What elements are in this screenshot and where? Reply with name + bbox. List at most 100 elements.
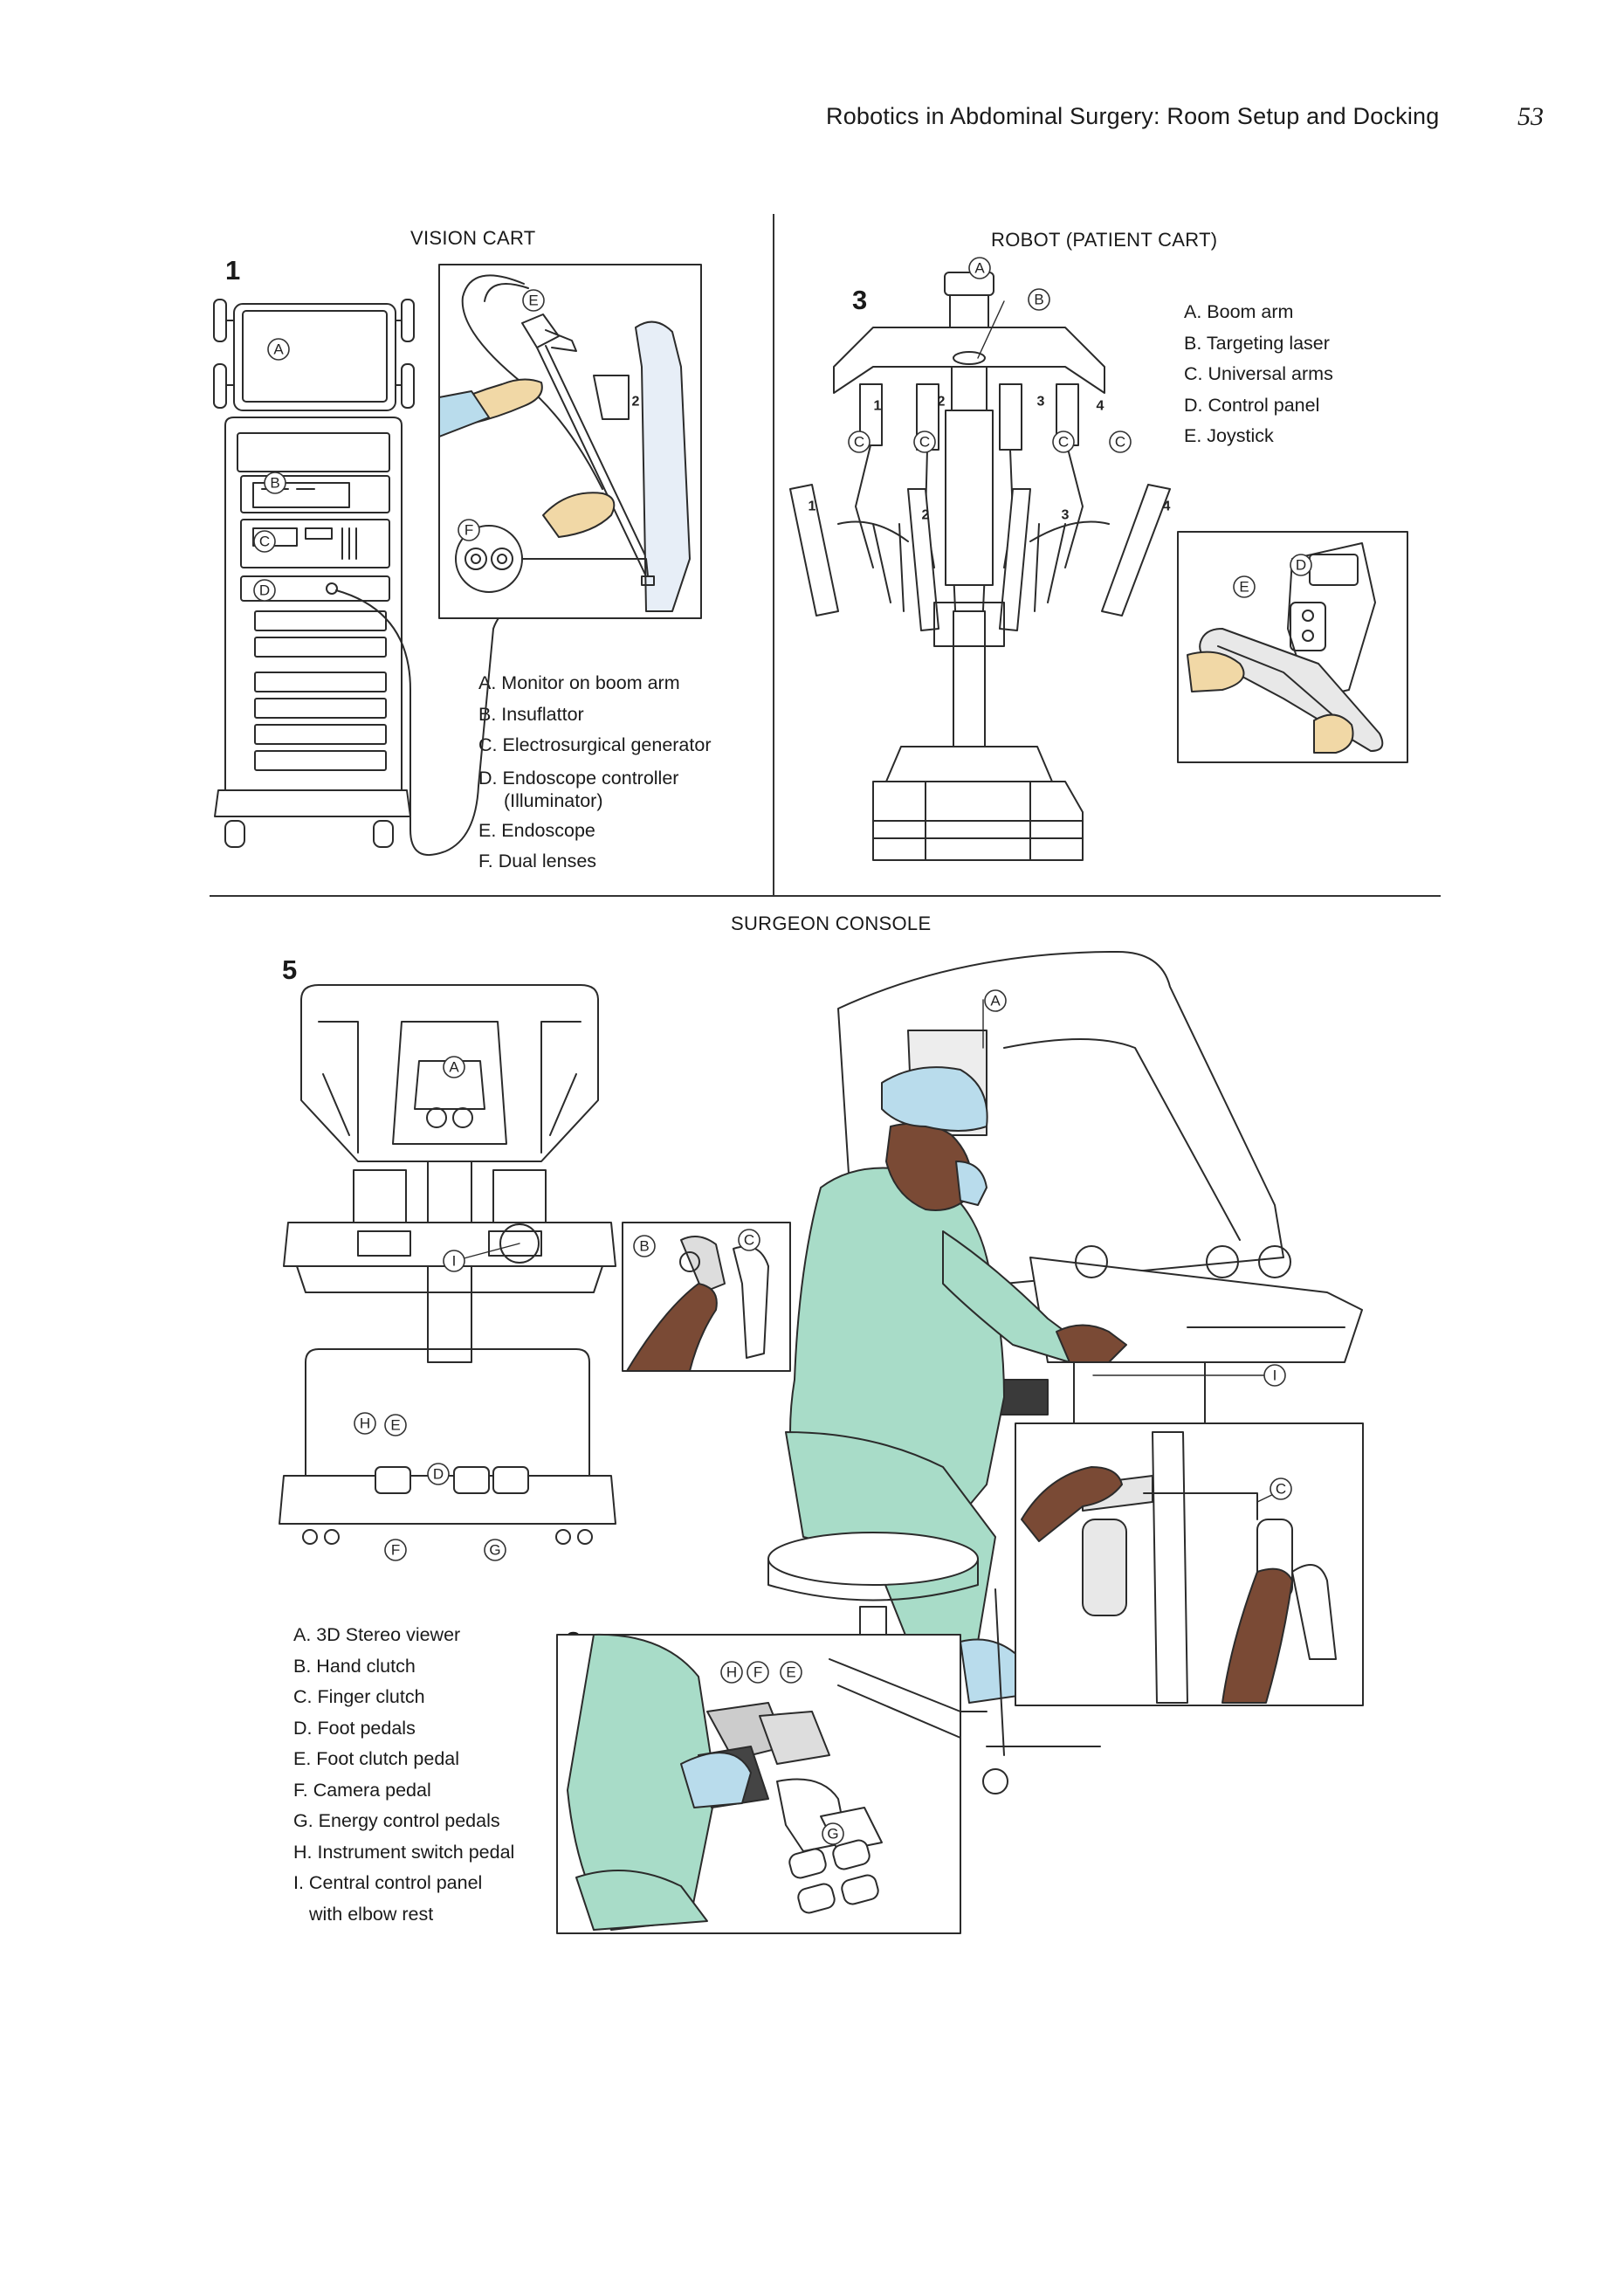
svg-text:G: G [489, 1542, 500, 1559]
svg-text:E: E [1239, 579, 1249, 596]
page-number: 53 [1517, 102, 1544, 131]
callout-c: C [1270, 1478, 1292, 1500]
legend-item: A. Boom arm [1184, 301, 1294, 322]
legend-item: D. Foot pedals [293, 1717, 416, 1739]
callout-c: C [738, 1229, 760, 1251]
arm-label-2: 2 [632, 395, 640, 410]
hand-clutch-inset-drawing [622, 1222, 791, 1372]
arm-number-labels: 2 1 2 3 4 1 2 3 4 [632, 395, 1171, 523]
legend-item: D. Endoscope controller [478, 767, 679, 789]
svg-text:B: B [270, 475, 279, 492]
svg-text:G: G [827, 1826, 838, 1843]
callout-c: C [253, 530, 276, 553]
robot-cart-drawing [789, 272, 1171, 861]
svg-text:I: I [1273, 1367, 1277, 1384]
section-title-vision-cart: VISION CART [410, 227, 536, 249]
endoscope-inset-drawing [438, 264, 702, 619]
legend-item: A. Monitor on boom arm [478, 672, 680, 693]
callout-c: C [1052, 431, 1075, 453]
callout-d: D [427, 1463, 450, 1485]
legend-item: C. Universal arms [1184, 363, 1333, 384]
svg-text:B: B [639, 1238, 649, 1255]
vision-cart-drawing [213, 299, 542, 856]
svg-text:C: C [259, 534, 270, 550]
arm-label-2: 2 [938, 395, 946, 410]
legend-item: G. Energy control pedals [293, 1810, 500, 1831]
legend-item: E. Joystick [1184, 425, 1274, 446]
svg-text:D: D [259, 582, 270, 599]
callout-c: C [1109, 431, 1132, 453]
callouts: A B C D E F A B C C C C D E A I B C H E … [253, 257, 1312, 1845]
finger-clutch-inset-drawing [1015, 1422, 1364, 1706]
svg-text:E: E [528, 293, 538, 309]
svg-text:A: A [974, 260, 985, 277]
legend-item: with elbow rest [309, 1903, 434, 1925]
running-title: Robotics in Abdominal Surgery: Room Setu… [826, 103, 1440, 129]
svg-text:A: A [449, 1059, 459, 1076]
legend-item: F. Dual lenses [478, 851, 597, 871]
legend-item: A. 3D Stereo viewer [293, 1624, 461, 1645]
svg-text:C: C [1276, 1481, 1286, 1498]
arm-label-4: 4 [1097, 399, 1104, 414]
callout-e: E [780, 1661, 802, 1684]
callout-c: C [913, 431, 936, 453]
callout-a: A [267, 338, 290, 361]
arm-label-4: 4 [1163, 499, 1171, 514]
surgeon-seated-drawing [759, 951, 1363, 1794]
legend-item: (Illuminator) [504, 789, 603, 811]
callout-d: D [253, 579, 276, 602]
svg-text:I: I [452, 1253, 457, 1270]
callout-f: F [458, 519, 480, 541]
callout-e: E [384, 1414, 407, 1436]
svg-text:D: D [1296, 557, 1306, 574]
legend-robot: A. Boom arm B. Targeting laser C. Univer… [1184, 297, 1333, 452]
svg-text:C: C [1058, 434, 1069, 451]
callout-i: I [443, 1250, 465, 1272]
svg-text:B: B [1034, 292, 1043, 308]
arm-label-1: 1 [874, 399, 882, 414]
callout-i: I [1263, 1364, 1286, 1387]
arm-label-3: 3 [1062, 508, 1070, 523]
callout-b: B [1028, 288, 1050, 311]
legend-surgeon-console: A. 3D Stereo viewer B. Hand clutch C. Fi… [293, 1620, 514, 1930]
panel-number-3: 3 [852, 285, 868, 315]
foot-pedals-inset-drawing [556, 1633, 961, 1934]
legend-vision-cart: A. Monitor on boom arm B. Insuflattor C.… [478, 668, 711, 878]
horizontal-divider [210, 895, 1441, 897]
legend-item: C. Finger clutch [293, 1686, 425, 1707]
callout-g: G [484, 1539, 506, 1561]
svg-text:H: H [726, 1664, 737, 1681]
svg-text:D: D [433, 1466, 444, 1483]
callout-a: A [443, 1056, 465, 1078]
legend-item: F. Camera pedal [293, 1779, 431, 1801]
legend-item: B. Insuflattor [478, 703, 584, 725]
svg-text:C: C [854, 434, 864, 451]
legend-item: I. Central control panel [293, 1872, 483, 1893]
svg-text:C: C [744, 1232, 754, 1249]
callout-b: B [264, 472, 286, 494]
callout-g: G [822, 1822, 844, 1845]
svg-text:F: F [391, 1542, 400, 1559]
legend-item: C. Electrosurgical generator [478, 734, 712, 755]
legend-item: E. Foot clutch pedal [293, 1748, 460, 1769]
callout-b: B [633, 1235, 656, 1257]
arm-label-2: 2 [922, 508, 930, 523]
legend-item: B. Targeting laser [1184, 332, 1330, 354]
legend-item: B. Hand clutch [293, 1655, 416, 1677]
callout-a: A [984, 989, 1007, 1012]
svg-text:F: F [464, 522, 473, 539]
svg-text:C: C [919, 434, 930, 451]
svg-text:E: E [786, 1664, 795, 1681]
arm-label-3: 3 [1037, 395, 1045, 410]
callout-h: H [354, 1412, 376, 1435]
legend-item: D. Control panel [1184, 394, 1320, 416]
vertical-divider [773, 214, 774, 895]
section-title-robot: ROBOT (PATIENT CART) [991, 229, 1218, 251]
callout-h: H [720, 1661, 743, 1684]
callout-a: A [968, 257, 991, 279]
section-title-surgeon-console: SURGEON CONSOLE [731, 913, 932, 934]
svg-text:C: C [1115, 434, 1125, 451]
svg-text:A: A [273, 341, 284, 358]
callout-f: F [747, 1661, 769, 1684]
